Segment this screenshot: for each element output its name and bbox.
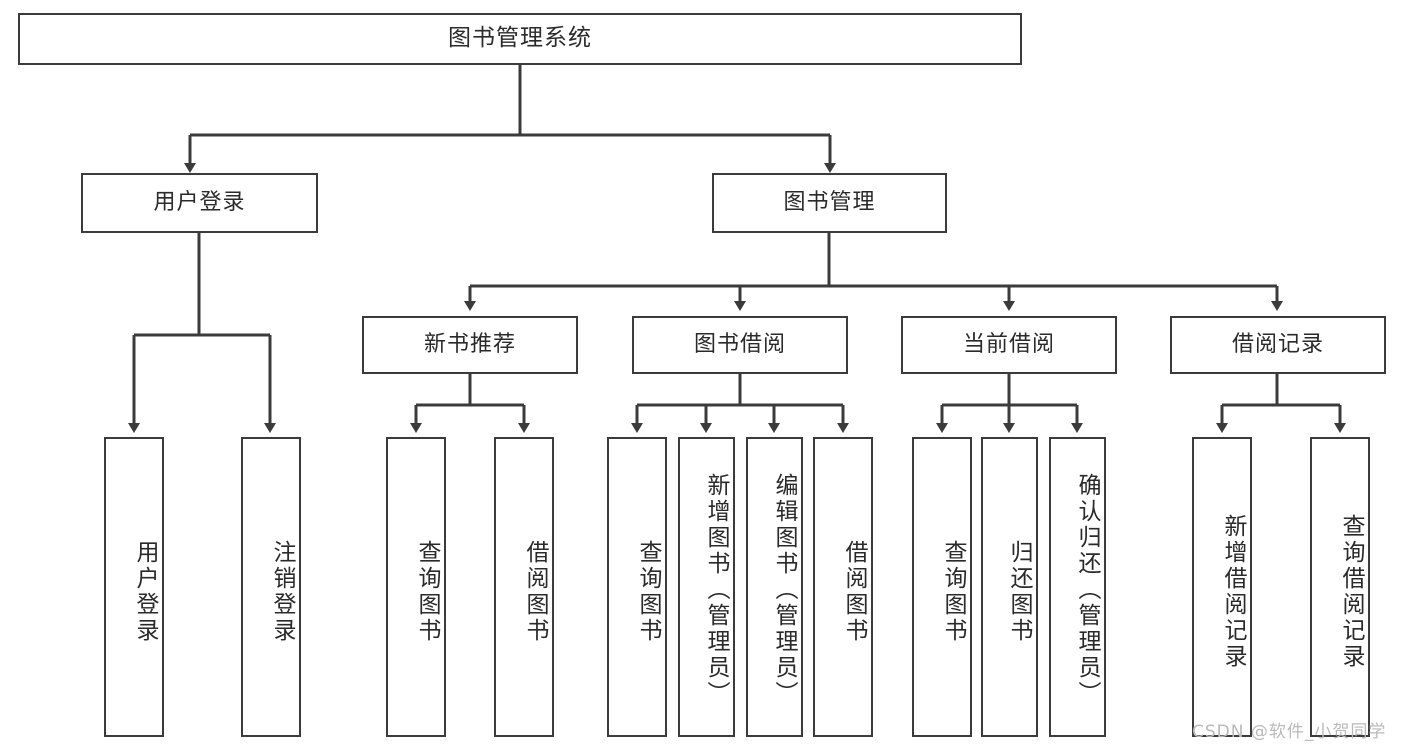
- node-label: 图书管理: [783, 189, 876, 215]
- leaf-current-borrow-confirm[interactable]: 确认归还（管理员）: [1049, 437, 1106, 737]
- node-label: 借阅图书: [841, 540, 867, 644]
- node-book-borrow[interactable]: 图书借阅: [632, 316, 848, 374]
- node-label: 借阅记录: [1231, 331, 1324, 357]
- watermark: CSDN @软件_小贺同学: [1192, 722, 1387, 742]
- leaf-current-borrow-query[interactable]: 查询图书: [912, 437, 972, 737]
- node-label: 新增借阅记录: [1220, 514, 1246, 670]
- leaf-book-borrow-add[interactable]: 新增图书（管理员）: [678, 437, 735, 737]
- node-book-management[interactable]: 图书管理: [712, 173, 947, 233]
- leaf-new-book-query[interactable]: 查询图书: [386, 437, 446, 737]
- node-user-login[interactable]: 用户登录: [81, 173, 318, 233]
- leaf-borrow-record-add[interactable]: 新增借阅记录: [1192, 437, 1252, 737]
- node-new-book-recommend[interactable]: 新书推荐: [362, 316, 578, 374]
- leaf-borrow-record-query[interactable]: 查询借阅记录: [1310, 437, 1370, 737]
- leaf-current-borrow-return[interactable]: 归还图书: [981, 437, 1038, 737]
- node-borrow-record[interactable]: 借阅记录: [1170, 316, 1386, 374]
- node-label: 归还图书: [1006, 540, 1032, 644]
- node-label: 当前借阅: [962, 331, 1055, 357]
- node-label: 查询借阅记录: [1338, 514, 1364, 670]
- node-label: 查询图书: [940, 540, 966, 644]
- leaf-user-login-login[interactable]: 用户登录: [104, 437, 164, 737]
- node-label: 用户登录: [153, 189, 246, 215]
- node-label: 查询图书: [635, 540, 661, 644]
- node-current-borrow[interactable]: 当前借阅: [901, 316, 1117, 374]
- node-label: 新增图书（管理员）: [703, 473, 729, 707]
- node-root-system[interactable]: 图书管理系统: [18, 13, 1022, 65]
- leaf-user-login-logout[interactable]: 注销登录: [241, 437, 301, 737]
- leaf-book-borrow-borrow[interactable]: 借阅图书: [813, 437, 873, 737]
- leaf-book-borrow-edit[interactable]: 编辑图书（管理员）: [746, 437, 803, 737]
- leaf-book-borrow-query[interactable]: 查询图书: [607, 437, 667, 737]
- node-label: 图书管理系统: [448, 25, 592, 52]
- node-label: 用户登录: [132, 540, 158, 644]
- leaf-new-book-borrow[interactable]: 借阅图书: [494, 437, 554, 737]
- node-label: 新书推荐: [423, 331, 516, 357]
- node-label: 查询图书: [414, 540, 440, 644]
- node-label: 注销登录: [269, 540, 295, 644]
- node-label: 确认归还（管理员）: [1074, 473, 1100, 707]
- node-label: 借阅图书: [522, 540, 548, 644]
- node-label: 编辑图书（管理员）: [771, 473, 797, 707]
- node-label: 图书借阅: [693, 331, 786, 357]
